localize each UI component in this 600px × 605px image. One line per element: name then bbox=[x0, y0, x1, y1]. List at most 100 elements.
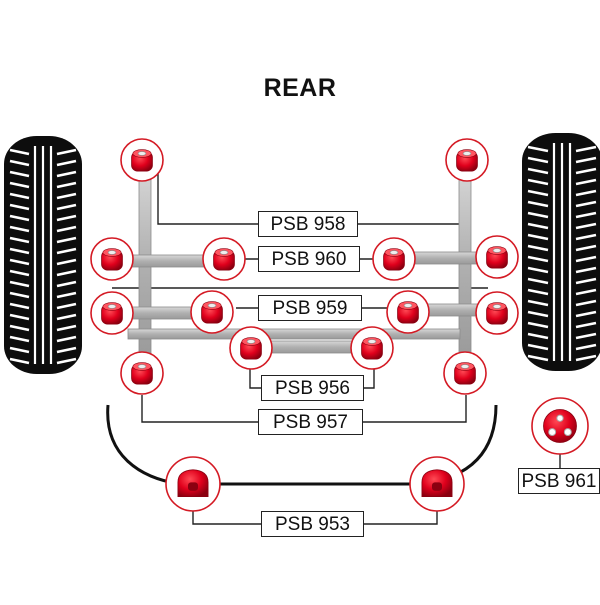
bush-psb-953-right bbox=[409, 456, 465, 512]
tyre-tread bbox=[56, 236, 77, 244]
tyre-tread bbox=[56, 159, 77, 167]
tyre-tread bbox=[9, 170, 30, 178]
bush-psb-960-inner-left bbox=[202, 237, 246, 281]
bush-psb-957-right bbox=[443, 351, 487, 395]
bush-sleeve bbox=[367, 339, 377, 344]
tyre-tread bbox=[527, 299, 549, 307]
bush-sleeve bbox=[207, 303, 217, 308]
tyre-tread bbox=[9, 269, 30, 277]
tyre-tread bbox=[575, 167, 597, 175]
tyre-tread bbox=[9, 280, 30, 288]
label-psb-958: PSB 958 bbox=[258, 211, 358, 237]
tyre-tread bbox=[56, 192, 77, 200]
tyre-tread bbox=[56, 313, 77, 321]
tyre-tread bbox=[575, 255, 597, 263]
tyre-tread bbox=[527, 266, 549, 274]
tyre-tread bbox=[575, 200, 597, 208]
tyre-tread bbox=[56, 258, 77, 266]
tyre-tread bbox=[527, 354, 549, 362]
tyre-tread bbox=[527, 189, 549, 197]
bush-psb-958-left bbox=[120, 138, 164, 182]
bush-slot bbox=[187, 482, 199, 491]
tyre-tread bbox=[9, 148, 30, 156]
tyre-tread bbox=[527, 277, 549, 285]
label-psb-960: PSB 960 bbox=[258, 246, 360, 272]
label-psb-953: PSB 953 bbox=[261, 511, 364, 537]
tyre-tread bbox=[56, 357, 77, 365]
tyre-tread bbox=[527, 321, 549, 329]
tyre-tread bbox=[575, 277, 597, 285]
bush-psb-960-outer-left bbox=[90, 237, 134, 281]
bush-sleeve bbox=[137, 151, 147, 156]
bush-sleeve bbox=[107, 250, 117, 255]
tyre-tread bbox=[9, 236, 30, 244]
tyre-tread bbox=[9, 313, 30, 321]
arm-956 bbox=[264, 340, 366, 354]
diagram-title: REAR bbox=[263, 74, 337, 102]
leader-psb-956-right bbox=[364, 365, 375, 389]
bush-psb-956-left bbox=[229, 326, 273, 370]
label-psb-959: PSB 959 bbox=[258, 295, 362, 321]
leader-psb-958-right bbox=[358, 165, 467, 225]
bush-psb-957-left bbox=[120, 351, 164, 395]
bush-psb-959-inner-right bbox=[386, 290, 430, 334]
tyre-tread bbox=[575, 288, 597, 296]
tyre-tread bbox=[527, 167, 549, 175]
tyre-tread bbox=[9, 225, 30, 233]
tyre-tread bbox=[9, 181, 30, 189]
bush-psb-960-outer-right bbox=[475, 235, 519, 279]
tyre-tread bbox=[9, 324, 30, 332]
leader-psb-957-left bbox=[141, 395, 258, 423]
label-psb-961: PSB 961 bbox=[518, 468, 600, 494]
bush-hole bbox=[548, 428, 557, 437]
tyre-tread bbox=[9, 335, 30, 343]
tyre-tread bbox=[56, 324, 77, 332]
tyre-tread bbox=[56, 225, 77, 233]
tyre-tread bbox=[575, 244, 597, 252]
tyre-tread bbox=[56, 346, 77, 354]
tyre-tread bbox=[9, 247, 30, 255]
tyre-tread bbox=[527, 332, 549, 340]
tyre-tread bbox=[575, 145, 597, 153]
bush-psb-959-outer-right bbox=[475, 291, 519, 335]
frame-crossmember bbox=[127, 328, 461, 340]
tyre-tread bbox=[575, 156, 597, 164]
bush-sleeve bbox=[492, 304, 502, 309]
bush-sleeve bbox=[219, 250, 229, 255]
bush-psb-960-inner-right bbox=[372, 237, 416, 281]
tyre-tread bbox=[527, 233, 549, 241]
bush-sleeve bbox=[107, 304, 117, 309]
tyre-tread bbox=[527, 244, 549, 252]
bush-psb-959-outer-left bbox=[90, 291, 134, 335]
bush-sleeve bbox=[246, 339, 256, 344]
tyre-tread bbox=[527, 200, 549, 208]
leader-psb-958-left bbox=[157, 165, 258, 225]
tyre-tread bbox=[527, 178, 549, 186]
tyre-tread bbox=[527, 343, 549, 351]
label-psb-957: PSB 957 bbox=[258, 409, 363, 435]
tyre-tread bbox=[56, 170, 77, 178]
tyre-tread bbox=[575, 354, 597, 362]
tyre-tread bbox=[9, 302, 30, 310]
label-psb-956: PSB 956 bbox=[261, 375, 364, 401]
tyre-tread bbox=[575, 222, 597, 230]
tyre-tread bbox=[527, 222, 549, 230]
tyre-tread bbox=[575, 189, 597, 197]
bush-sleeve bbox=[389, 250, 399, 255]
tyre-tread bbox=[527, 288, 549, 296]
leader-psb-957-right bbox=[363, 395, 467, 423]
tyre-tread bbox=[9, 258, 30, 266]
tyre-tread bbox=[56, 302, 77, 310]
tyre-tread bbox=[9, 203, 30, 211]
tyre-tread bbox=[575, 321, 597, 329]
tyre-tread bbox=[575, 343, 597, 351]
tyre-tread bbox=[56, 214, 77, 222]
tyre-tread bbox=[9, 357, 30, 365]
bush-sleeve bbox=[492, 248, 502, 253]
tyre-tread bbox=[9, 159, 30, 167]
tyre-tread bbox=[575, 332, 597, 340]
tyre-tread bbox=[575, 266, 597, 274]
bush-sleeve bbox=[137, 364, 147, 369]
